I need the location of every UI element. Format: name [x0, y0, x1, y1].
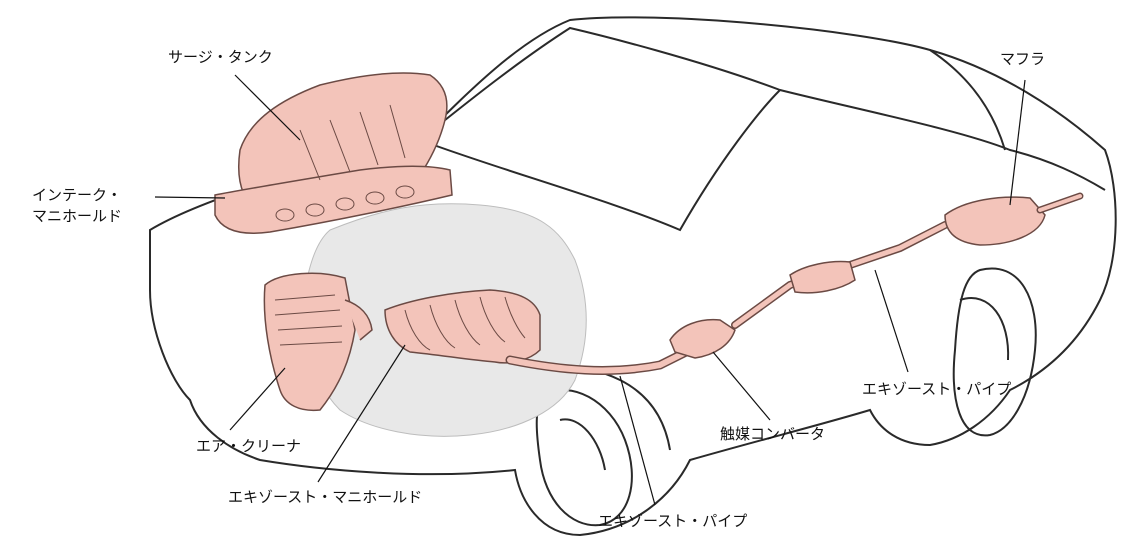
- label-exhaust-manifold: エキゾースト・マニホールド: [228, 488, 422, 507]
- label-catalytic-converter: 触媒コンバータ: [720, 425, 825, 444]
- label-muffler: マフラ: [1000, 50, 1045, 69]
- label-exhaust-pipe-front: エキゾースト・パイプ: [598, 512, 747, 531]
- label-surge-tank: サージ・タンク: [168, 48, 273, 67]
- leader-muffler: [1010, 80, 1025, 205]
- label-intake-manifold-line2: マニホールド: [32, 207, 122, 226]
- catalytic-converter-part: [670, 320, 735, 358]
- resonator-part: [790, 262, 855, 293]
- leader-exhaust-pipe-rear: [875, 270, 908, 372]
- label-air-cleaner: エア・クリーナ: [196, 437, 301, 456]
- muffler-part: [945, 196, 1080, 245]
- label-intake-manifold-line1: インテーク・: [32, 186, 122, 205]
- leader-air-cleaner: [230, 368, 285, 430]
- leader-catalytic-converter: [713, 352, 770, 420]
- label-exhaust-pipe-rear: エキゾースト・パイプ: [862, 380, 1011, 399]
